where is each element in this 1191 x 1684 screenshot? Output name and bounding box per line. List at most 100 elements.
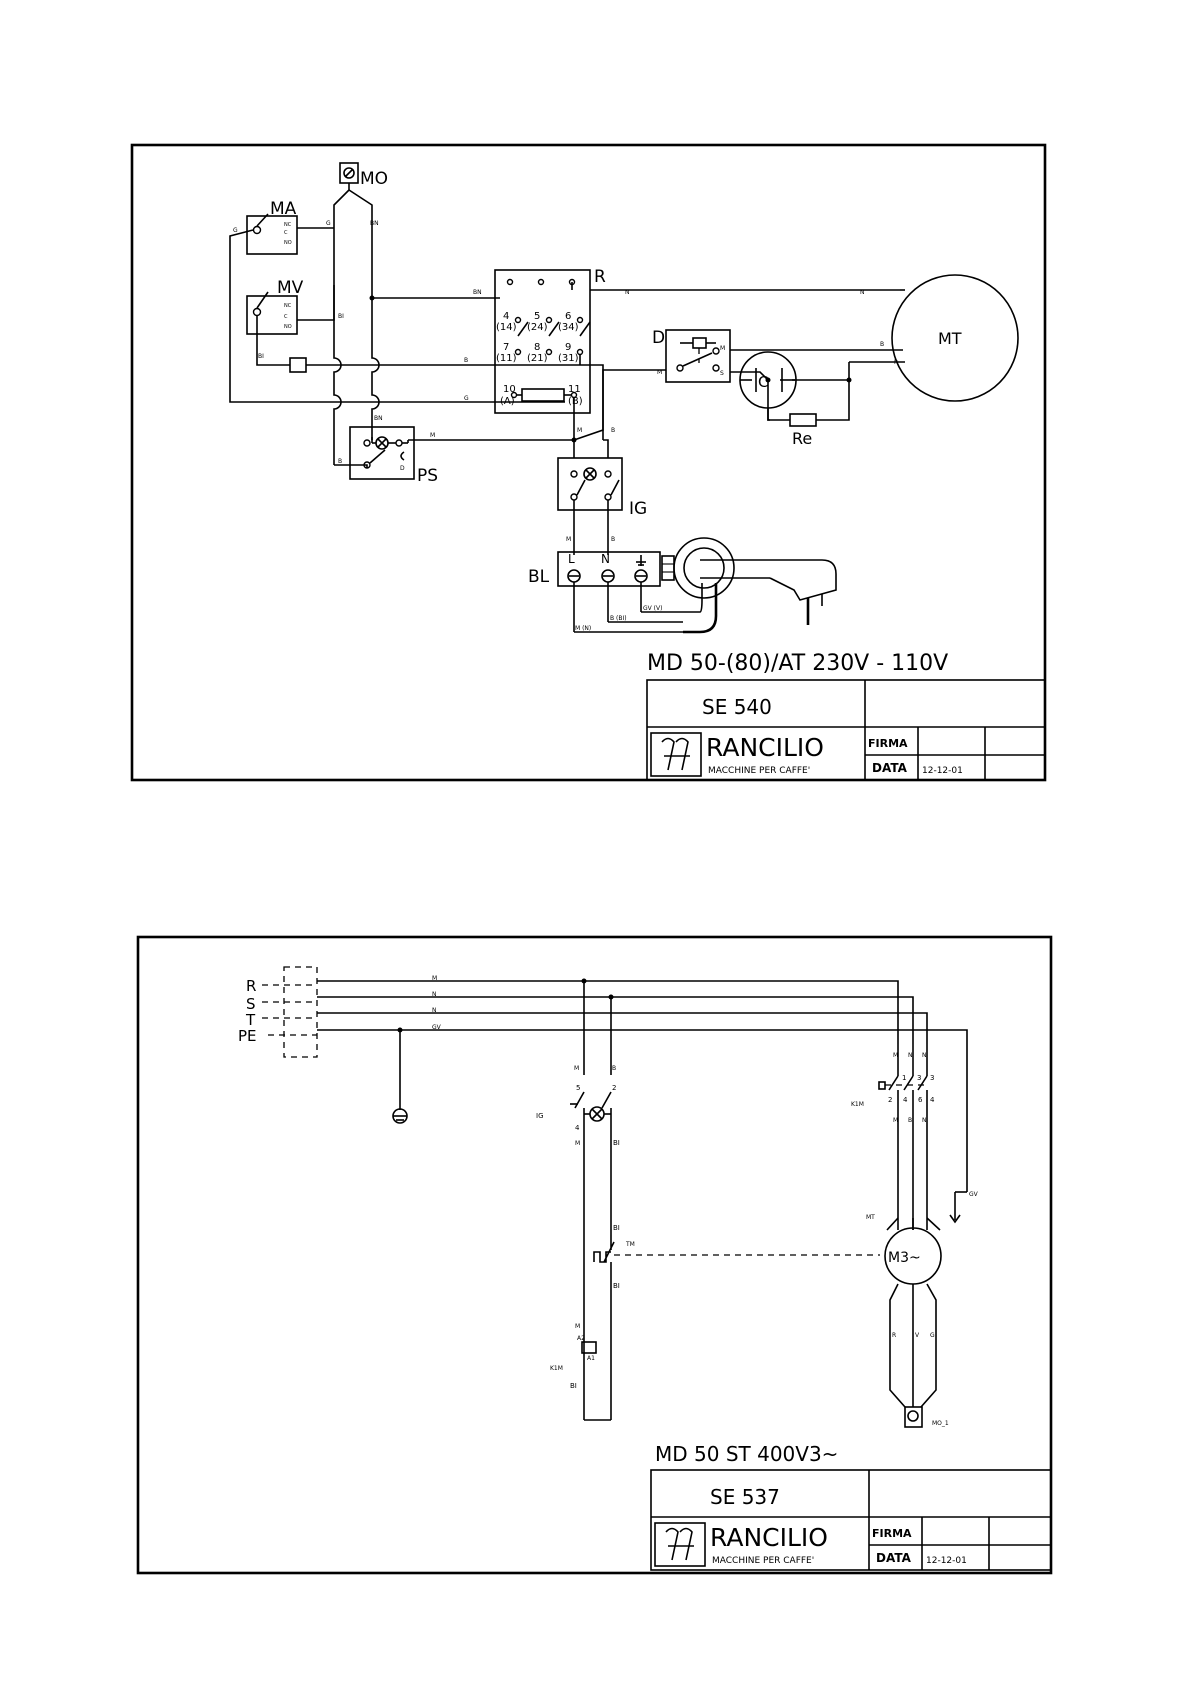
- rancilio-logo-icon: [650, 732, 702, 777]
- svg-text:V: V: [915, 1332, 920, 1339]
- svg-text:(11): (11): [496, 353, 517, 364]
- ps-label: PS: [417, 466, 438, 486]
- svg-text:NO: NO: [284, 324, 292, 330]
- svg-text:BI: BI: [613, 1224, 620, 1232]
- svg-text:M: M: [720, 345, 725, 352]
- rancilio-logo-icon-2: [654, 1522, 706, 1567]
- svg-text:DATA: DATA: [876, 1551, 912, 1565]
- svg-text:4: 4: [930, 1096, 935, 1104]
- svg-text:DATA: DATA: [872, 761, 908, 775]
- svg-text:(24): (24): [527, 322, 548, 333]
- svg-text:B (BI): B (BI): [610, 615, 627, 622]
- svg-text:A1: A1: [587, 1355, 595, 1362]
- svg-text:T: T: [245, 1011, 256, 1029]
- svg-text:M: M: [566, 536, 571, 543]
- svg-text:9: 9: [565, 342, 571, 353]
- svg-text:M: M: [577, 427, 582, 434]
- svg-text:BI: BI: [613, 1282, 620, 1290]
- main-wires: M M B: [408, 364, 640, 458]
- d-label: D: [652, 328, 665, 348]
- svg-text:5: 5: [534, 311, 540, 322]
- svg-text:M: M: [575, 1140, 580, 1147]
- svg-text:N: N: [625, 289, 630, 296]
- sheet-1-model: MD 50-(80)/AT 230V - 110V: [647, 651, 948, 676]
- svg-text:A2: A2: [577, 1335, 585, 1342]
- svg-text:NC: NC: [284, 222, 292, 228]
- svg-text:B: B: [611, 536, 615, 543]
- tm-label: TM: [625, 1241, 635, 1248]
- svg-text:B: B: [338, 458, 342, 465]
- ig-switch: IG M B: [557, 457, 647, 555]
- svg-text:GV: GV: [969, 1191, 979, 1198]
- ps-switch: PS D B: [334, 426, 438, 486]
- m3-label: M3~: [888, 1250, 921, 1266]
- svg-text:GV: GV: [432, 1024, 442, 1031]
- sheet-1: MO BN MA NC C NO G G MV NC C NO: [130, 143, 1047, 782]
- svg-text:(31): (31): [558, 353, 579, 364]
- sheet-1-brand-sub: MACCHINE PER CAFFE': [708, 766, 810, 776]
- mv-label: MV: [277, 278, 304, 298]
- sheet-2-brand-sub: MACCHINE PER CAFFE': [712, 1556, 814, 1566]
- svg-text:FIRMA: FIRMA: [872, 1527, 912, 1540]
- svg-text:B: B: [464, 357, 468, 364]
- svg-text:S: S: [720, 370, 724, 377]
- svg-text:8: 8: [534, 342, 540, 353]
- svg-text:G: G: [233, 227, 238, 234]
- tm-thermal: [593, 1235, 615, 1263]
- k1m-contactor: M N N 1 3 3 2 4 6 4 K1M M B N: [851, 1044, 979, 1230]
- sheet-1-title-block: MD 50-(80)/AT 230V - 110V SE 540 RANCILI…: [646, 651, 1046, 781]
- svg-text:3: 3: [930, 1074, 934, 1082]
- mo-1-terminal: [904, 1406, 923, 1428]
- svg-text:GV (V): GV (V): [643, 605, 662, 612]
- sheet-2-date: 12-12-01: [926, 1556, 967, 1566]
- svg-text:BI: BI: [613, 1139, 620, 1147]
- svg-text:M: M: [432, 975, 437, 982]
- svg-text:PE: PE: [238, 1027, 257, 1045]
- svg-text:L: L: [568, 552, 575, 566]
- svg-text:N: N: [908, 1052, 913, 1059]
- sheet-2: R S T PE M N N GV: [136, 935, 1053, 1575]
- sheet-1-drawing-no: SE 540: [702, 695, 772, 719]
- svg-text:7: 7: [503, 342, 509, 353]
- svg-text:2: 2: [612, 1084, 616, 1092]
- svg-text:B: B: [611, 427, 615, 434]
- svg-text:M: M: [657, 369, 662, 376]
- sheet-2-model: MD 50 ST 400V3~: [655, 1442, 838, 1466]
- svg-text:N: N: [922, 1117, 927, 1124]
- svg-text:S: S: [246, 995, 256, 1013]
- svg-text:BI: BI: [258, 353, 264, 360]
- svg-text:4: 4: [503, 311, 509, 322]
- svg-text:N: N: [432, 991, 437, 998]
- sheet-2-brand: RANCILIO: [710, 1523, 828, 1552]
- svg-text:G: G: [464, 395, 469, 402]
- k1m-label: K1M: [550, 1365, 563, 1372]
- connector-block: [289, 357, 307, 373]
- svg-text:(34): (34): [558, 322, 579, 333]
- control-circuit: M B 5 2 IG 4 M BI BI TM BI M A: [536, 981, 880, 1421]
- re-label: Re: [792, 429, 812, 448]
- bl-label: BL: [528, 567, 550, 587]
- svg-text:G: G: [930, 1332, 935, 1339]
- wire-crossings: BN BN B G: [333, 285, 500, 465]
- sheet-1-date: 12-12-01: [922, 766, 963, 776]
- svg-text:FIRMA: FIRMA: [868, 737, 908, 750]
- ma-switch: MA NC C NO G G: [229, 199, 565, 403]
- svg-text:10: 10: [503, 384, 516, 395]
- relay-coil: [521, 388, 565, 402]
- svg-text:B: B: [880, 341, 884, 348]
- svg-text:B: B: [908, 1117, 912, 1124]
- svg-text:(B): (B): [568, 396, 583, 407]
- svg-text:(A): (A): [500, 396, 515, 407]
- svg-text:BN: BN: [473, 289, 482, 296]
- mo-terminal: MO BN: [333, 162, 388, 298]
- svg-text:BI: BI: [570, 1382, 577, 1390]
- sheet-1-brand: RANCILIO: [706, 733, 824, 762]
- mt-label: MT: [938, 329, 962, 348]
- sheet-2-frame: [136, 935, 1053, 1575]
- c-label: C: [758, 373, 768, 391]
- mo-label: MO: [360, 169, 388, 189]
- d-switch: D M S M B: [640, 328, 903, 383]
- k1m-coil: [581, 1341, 597, 1354]
- svg-text:M: M: [575, 1323, 580, 1330]
- svg-text:5: 5: [576, 1084, 580, 1092]
